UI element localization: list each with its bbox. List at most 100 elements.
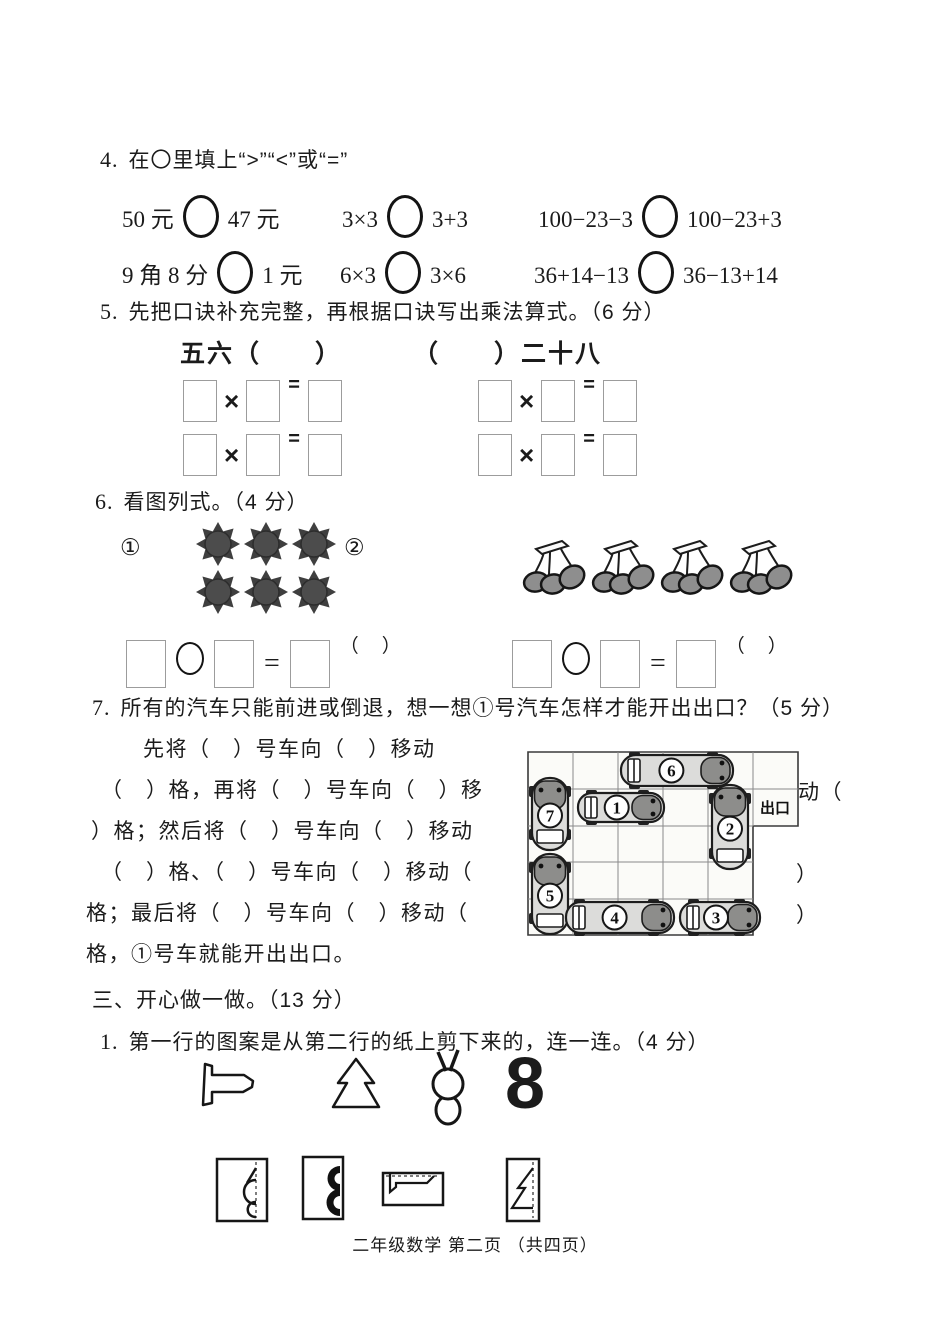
sun-icon	[243, 569, 289, 615]
answer-box[interactable]	[246, 380, 281, 422]
answer-box[interactable]	[307, 380, 342, 422]
multiplication-equation: ×=	[183, 374, 342, 422]
answer-box[interactable]	[602, 434, 637, 476]
comparison-circle[interactable]	[182, 195, 219, 238]
paper-half-tree[interactable]	[504, 1156, 542, 1224]
q7-line: 先将（ ）号车向（ ）移动	[143, 738, 436, 761]
cherry-bunch-icon	[728, 539, 797, 597]
comparison-circle[interactable]	[384, 251, 421, 294]
car-number: 1	[612, 799, 621, 818]
paper-half-eight[interactable]	[300, 1154, 346, 1222]
car-number: 7	[546, 806, 555, 825]
car-number-circle	[537, 882, 563, 909]
answer-box[interactable]	[541, 380, 576, 422]
q5-hint-right: （ ）二十八	[413, 340, 603, 368]
multiplication-equation: ×=	[478, 428, 637, 476]
car-7: 7	[529, 776, 571, 852]
picture-equation: =（ ）	[512, 636, 789, 688]
car-1: 1	[576, 790, 666, 825]
car-6: 6	[619, 752, 735, 789]
sun-icon	[291, 521, 337, 567]
q6-part2-label: ②	[344, 534, 365, 560]
comparison-circle[interactable]	[217, 251, 254, 294]
car-2: 2	[709, 783, 751, 871]
answer-box[interactable]	[600, 640, 640, 688]
q7-line: ）	[796, 904, 819, 927]
car-number-circle	[601, 904, 628, 931]
car-number-circle	[603, 794, 630, 821]
operator-circle[interactable]	[176, 642, 204, 676]
cherry-bunch-icon	[522, 539, 590, 597]
cherry-bunch-icon	[659, 539, 728, 597]
unit-paren[interactable]: （ ）	[725, 636, 789, 658]
cherry-bunch-icon	[590, 539, 659, 597]
sun-icon	[195, 521, 241, 567]
unit-paren[interactable]: （ ）	[339, 636, 403, 658]
exit-label: 出口	[760, 799, 790, 817]
section3-heading: 三、开心做一做。（13 分）	[92, 989, 356, 1012]
car-number: 4	[610, 909, 619, 928]
answer-box[interactable]	[126, 640, 166, 688]
answer-box[interactable]	[183, 380, 217, 422]
answer-box[interactable]	[478, 434, 512, 476]
q5-hint-left: 五六（ ）	[180, 340, 343, 368]
answer-box[interactable]	[246, 434, 281, 476]
s3-q1-heading: 1.第一行的图案是从第二行的纸上剪下来的，连一连。（4 分）	[100, 1029, 710, 1054]
q7-line: （ ）格、（ ）号车向（ ）移动（	[101, 861, 473, 884]
comparison-circle[interactable]	[637, 251, 674, 294]
tree-shape-icon[interactable]	[320, 1050, 392, 1122]
q7-line: 动（	[798, 781, 843, 804]
multiplication-equation: ×=	[183, 428, 342, 476]
answer-box[interactable]	[183, 434, 217, 476]
q4-heading: 4.在〇里填上“>”“<”或“=”	[100, 147, 349, 172]
sun-icon	[243, 521, 289, 567]
parking-diagram: 出口 6 7 1 2 5 4 3	[527, 751, 799, 936]
answer-box[interactable]	[675, 640, 716, 688]
car-5: 5	[529, 852, 571, 936]
q7-line: （ ）格，再将（ ）号车向（ ）移	[101, 779, 484, 802]
car-number-circle	[658, 757, 685, 784]
car-3: 3	[678, 899, 762, 936]
answer-box[interactable]	[541, 434, 576, 476]
multiplication-equation: ×=	[478, 374, 637, 422]
flag-shape-icon[interactable]	[192, 1056, 272, 1114]
cherries-figure	[522, 539, 797, 597]
q7-line: ）	[796, 863, 819, 886]
answer-box[interactable]	[289, 640, 330, 688]
q7-heading: 7.所有的汽车只能前进或倒退，想一想①号汽车怎样才能开出出口？（5 分）	[92, 695, 845, 720]
suns-figure	[195, 521, 337, 615]
comparison-circle[interactable]	[386, 195, 423, 238]
picture-equation: =（ ）	[126, 636, 403, 688]
answer-box[interactable]	[307, 434, 342, 476]
q6-part1-label: ①	[120, 534, 141, 560]
car-number: 6	[667, 762, 676, 781]
car-number-circle	[717, 815, 743, 842]
operator-circle[interactable]	[562, 642, 590, 676]
q7-line: 格；最后将（ ）号车向（ ）移动（	[86, 902, 469, 925]
paper-half-bunny[interactable]	[214, 1156, 270, 1224]
answer-box[interactable]	[478, 380, 512, 422]
car-number: 2	[726, 820, 735, 839]
car-number: 3	[712, 909, 721, 928]
sun-icon	[291, 569, 337, 615]
answer-box[interactable]	[214, 640, 254, 688]
answer-box[interactable]	[602, 380, 637, 422]
car-4: 4	[564, 899, 676, 936]
page-footer: 二年级数学 第二页 （共四页）	[352, 1236, 598, 1255]
q7-line: ）格；然后将（ ）号车向（ ）移动	[91, 820, 474, 843]
eight-shape[interactable]: 8	[505, 1044, 546, 1124]
q6-heading: 6.看图列式。（4 分）	[95, 489, 309, 514]
answer-box[interactable]	[512, 640, 552, 688]
q5-heading: 5.先把口诀补充完整，再根据口诀写出乘法算式。（6 分）	[100, 299, 666, 324]
paper-half-flag[interactable]	[380, 1170, 446, 1208]
car-number-circle	[703, 904, 729, 931]
car-number-circle	[537, 802, 563, 829]
comparison-circle[interactable]	[641, 195, 678, 238]
bunny-shape-icon[interactable]	[420, 1042, 480, 1132]
